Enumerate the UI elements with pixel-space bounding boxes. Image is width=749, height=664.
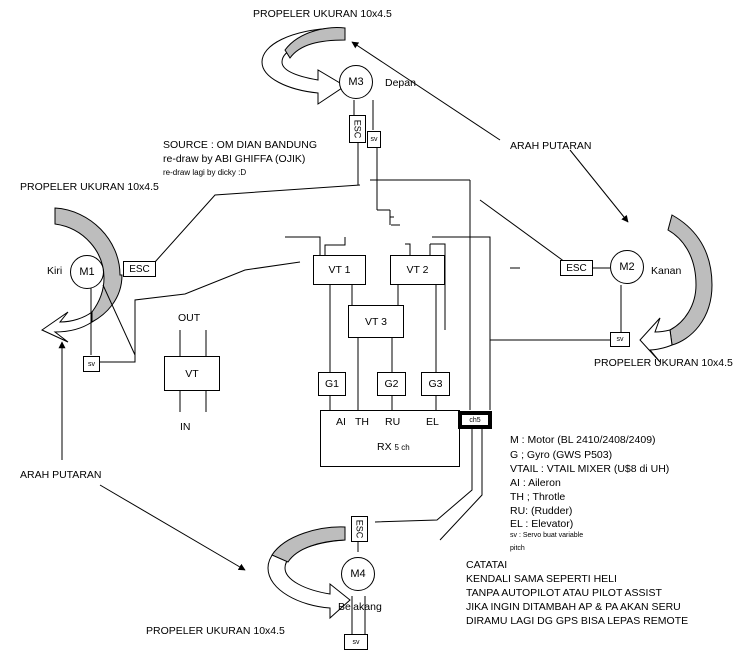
vt-legend-label: VT	[185, 367, 199, 380]
gyro-g2-label: G2	[384, 378, 399, 390]
vt-legend-box: VT	[164, 356, 220, 391]
rx-channel-th: TH	[355, 416, 369, 428]
motor-m4-label: M4	[350, 568, 366, 580]
rx-label: RX 5 ch	[377, 441, 410, 453]
esc-m3-label: ESC	[352, 119, 363, 139]
propeller-bottom	[267, 526, 351, 620]
propeller-left	[40, 207, 123, 343]
propeller-label-right: PROPELER UKURAN 10x4.5	[594, 357, 733, 369]
propeller-label-left: PROPELER UKURAN 10x4.5	[20, 181, 159, 193]
propeller-top	[261, 27, 346, 105]
servo-m1-label: sv	[88, 360, 95, 368]
notes-line-3: JIKA INGIN DITAMBAH AP & PA AKAN SERU	[466, 601, 681, 613]
motor-m2-label: M2	[619, 261, 635, 273]
source-line-1: SOURCE : OM DIAN BANDUNG	[163, 139, 318, 151]
gyro-g1: G1	[318, 372, 346, 396]
servo-m1: sv	[83, 356, 100, 372]
servo-m3-label: sv	[370, 136, 378, 143]
receiver-rx	[320, 410, 460, 467]
legend-motor: M : Motor (BL 2410/2408/2409)	[510, 434, 656, 446]
esc-m1: ESC	[123, 261, 156, 277]
esc-m4-label: ESC	[354, 519, 365, 539]
vtail-mixer-1: VT 1	[313, 255, 366, 285]
propeller-label-bottom: PROPELER UKURAN 10x4.5	[146, 625, 285, 637]
source-line-2: re-draw by ABI GHIFFA (OJIK)	[163, 153, 306, 165]
esc-m3: ESC	[349, 115, 366, 143]
legend-servo: sv : Servo buat variable	[510, 532, 584, 539]
rx-channel-ch5: ch5	[458, 411, 492, 429]
servo-m4: sv	[344, 634, 368, 650]
rotation-label-right: ARAH PUTARAN	[510, 140, 592, 152]
vtail-mixer-2-label: VT 2	[406, 264, 429, 276]
rotation-label-left: ARAH PUTARAN	[20, 469, 102, 481]
legend-servo-cont: pitch	[510, 545, 525, 552]
legend-gyro: G ; Gyro (GWS P503)	[510, 449, 613, 461]
notes-line-1: KENDALI SAMA SEPERTI HELI	[466, 573, 617, 585]
esc-m2: ESC	[560, 260, 593, 276]
vt-legend-out: OUT	[178, 312, 201, 324]
legend-elevator: EL : Elevator)	[510, 518, 574, 530]
notes-title: CATATAI	[466, 559, 508, 571]
servo-m4-label: sv	[352, 638, 360, 646]
legend-vtail: VTAIL : VTAIL MIXER (U$8 di UH)	[510, 463, 670, 475]
legend-rudder: RU: (Rudder)	[510, 505, 573, 517]
rx-channel-el: EL	[426, 416, 439, 428]
notes-line-2: TANPA AUTOPILOT ATAU PILOT ASSIST	[466, 587, 662, 599]
motor-m4: M4	[341, 557, 375, 591]
vtail-mixer-2: VT 2	[390, 255, 445, 285]
motor-m3-label: M3	[348, 76, 364, 88]
servo-m2-label: sv	[616, 336, 624, 343]
esc-m2-label: ESC	[566, 262, 587, 274]
gyro-g2: G2	[377, 372, 406, 396]
servo-m2: sv	[610, 332, 630, 347]
rx-label-suffix: 5 ch	[394, 443, 410, 452]
gyro-g3: G3	[421, 372, 450, 396]
motor-m1-label: M1	[79, 266, 95, 278]
legend-throttle: TH ; Throtle	[510, 491, 566, 503]
motor-m2-position: Kanan	[651, 265, 682, 277]
vtail-mixer-1-label: VT 1	[328, 264, 351, 276]
notes-line-4: DIRAMU LAGI DG GPS BISA LEPAS REMOTE	[466, 615, 689, 627]
motor-m4-position: Belakang	[338, 601, 382, 613]
vt-legend-in: IN	[180, 421, 191, 433]
motor-m1-position: Kiri	[47, 265, 63, 277]
vtail-mixer-3: VT 3	[348, 305, 404, 338]
esc-m1-label: ESC	[129, 263, 150, 275]
esc-m4: ESC	[351, 516, 368, 542]
vtail-mixer-3-label: VT 3	[365, 315, 387, 328]
rx-label-text: RX	[377, 441, 392, 453]
motor-m3: M3	[339, 65, 373, 99]
propeller-right	[639, 214, 713, 363]
rx-channel-ru: RU	[385, 416, 401, 428]
source-line-3: re-draw lagi by dicky :D	[163, 168, 247, 177]
rx-channel-ai: AI	[336, 416, 346, 428]
gyro-g3-label: G3	[428, 378, 443, 390]
rx-channel-ch5-label: ch5	[469, 416, 481, 424]
legend-aileron: AI : Aileron	[510, 477, 561, 489]
gyro-g1-label: G1	[324, 378, 339, 390]
motor-m2: M2	[610, 250, 644, 284]
propeller-label-top: PROPELER UKURAN 10x4.5	[253, 8, 392, 20]
motor-m3-position: Depan	[385, 77, 416, 89]
servo-m3: sv	[367, 131, 381, 148]
motor-m1: M1	[70, 255, 104, 289]
